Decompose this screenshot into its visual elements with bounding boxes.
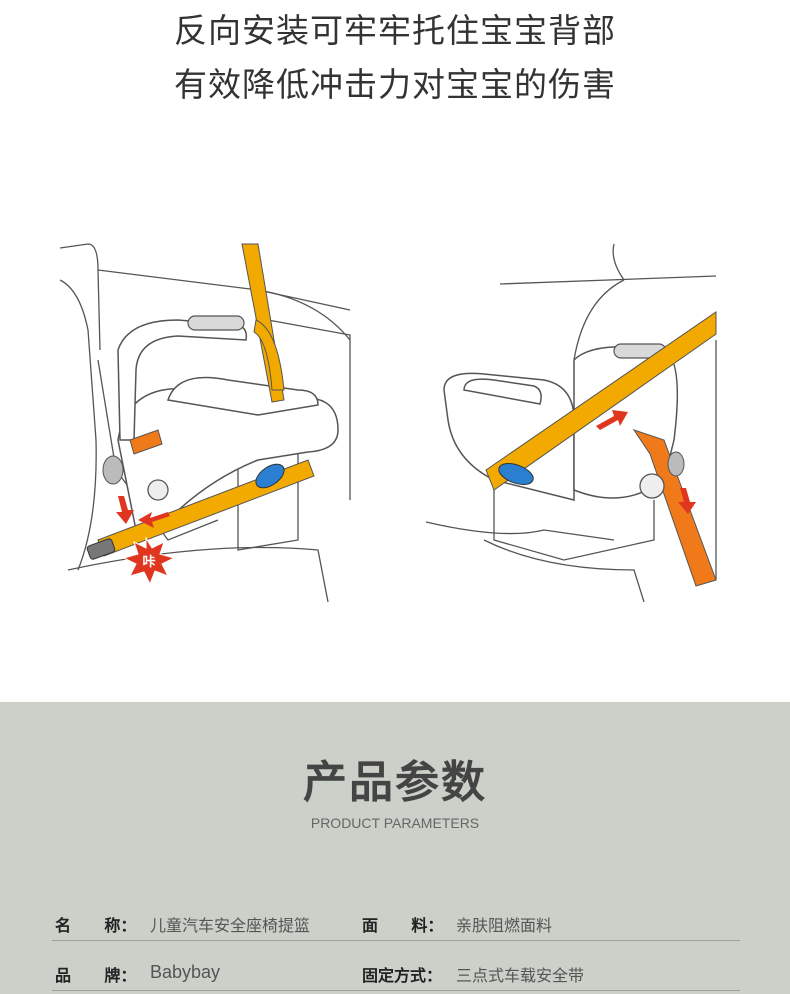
impact-label: 咔 xyxy=(142,554,155,570)
hero-section: 反向安装可牢牢托住宝宝背部 有效降低冲击力对宝宝的伤害 xyxy=(59,11,717,602)
product-parameters-section: 产品参数 PRODUCT PARAMETERS 名 称： 儿童汽车安全座椅提篮 … xyxy=(0,702,790,994)
param-name-value: 儿童汽车安全座椅提篮 xyxy=(150,916,311,935)
param-name-key: 名 称： xyxy=(55,916,137,935)
param-fixing-key: 固定方式： xyxy=(362,966,443,985)
param-fixing-value: 三点式车载安全带 xyxy=(456,966,585,985)
rear-facing-install-illustration: 咔 xyxy=(59,243,351,602)
params-subtitle: PRODUCT PARAMETERS xyxy=(310,815,480,831)
param-brand-key: 品 牌： xyxy=(55,966,137,985)
hero-headline-2: 有效降低冲击力对宝宝的伤害 xyxy=(174,65,616,104)
param-brand-value: Babybay xyxy=(150,962,221,982)
hero-headline-1: 反向安装可牢牢托住宝宝背部 xyxy=(174,11,616,50)
belt-routing-illustration xyxy=(425,243,717,602)
param-fabric-key: 面 料： xyxy=(362,916,444,935)
row-divider xyxy=(52,940,740,941)
param-fabric-value: 亲肤阻燃面料 xyxy=(456,916,553,935)
params-title: 产品参数 xyxy=(303,757,487,808)
row-divider xyxy=(52,990,740,991)
